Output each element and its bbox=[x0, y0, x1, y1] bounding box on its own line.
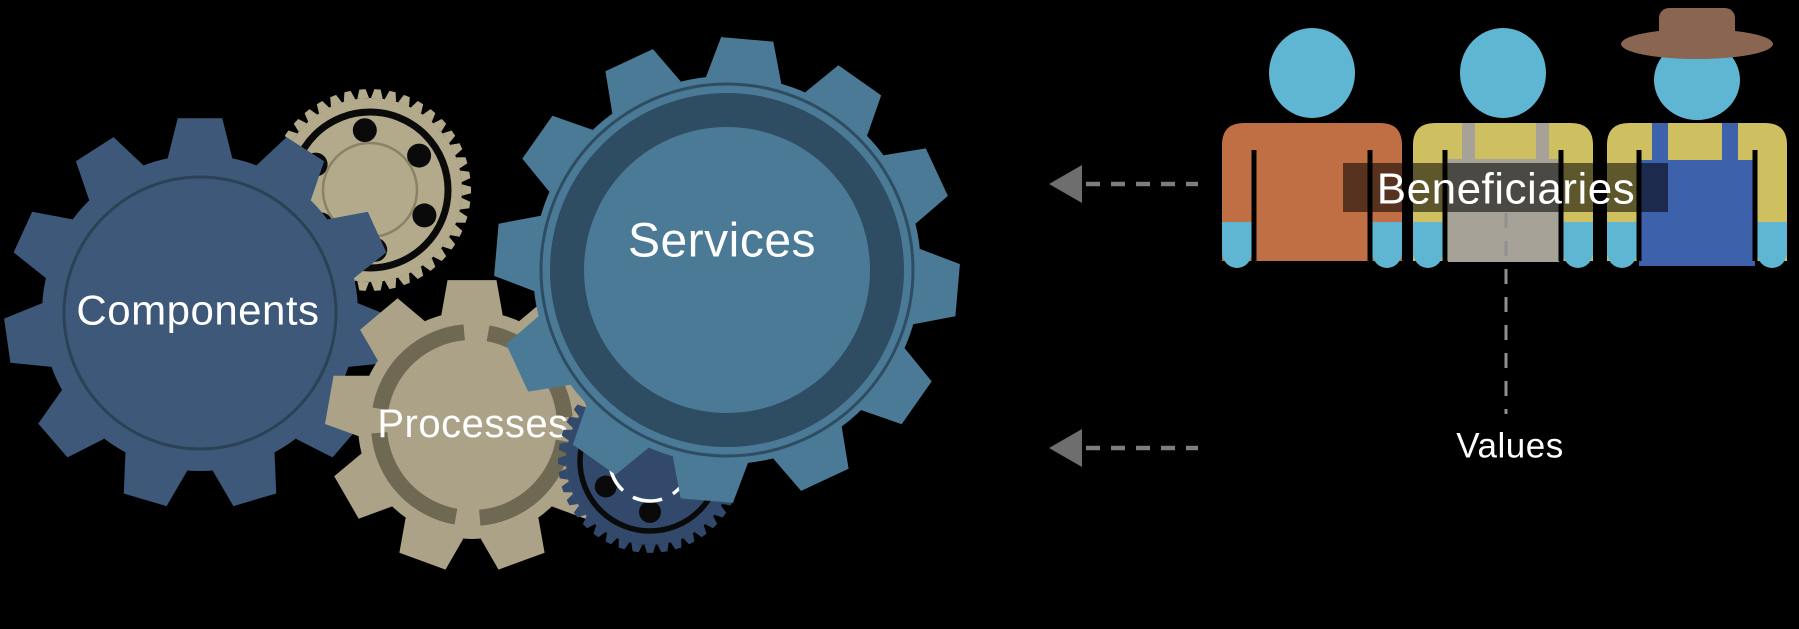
components-gear: Components bbox=[4, 118, 396, 507]
person-farmer bbox=[1607, 8, 1787, 268]
beneficiaries-arrow bbox=[1049, 165, 1198, 203]
services-gear-label: Services bbox=[628, 215, 816, 268]
components-gear-label: Components bbox=[76, 287, 319, 334]
person-orange-shirt-head bbox=[1269, 28, 1355, 118]
person-farmer-head bbox=[1654, 40, 1740, 120]
person-gray-apron-hand-right bbox=[1563, 222, 1593, 268]
services-gear: Services bbox=[494, 37, 960, 503]
components-gear-inner-line bbox=[62, 175, 338, 451]
person-orange-shirt-hand-right bbox=[1372, 222, 1402, 268]
components-gear-disc bbox=[42, 155, 358, 471]
person-gray-apron-strap-left bbox=[1462, 123, 1475, 160]
person-gray-apron bbox=[1413, 28, 1593, 268]
beneficiaries-label: Beneficiaries bbox=[1377, 165, 1635, 214]
processes-gear-ring bbox=[371, 324, 573, 526]
person-orange-shirt bbox=[1222, 28, 1402, 268]
person-gray-apron-hand-left bbox=[1413, 222, 1443, 268]
services-gear-ring bbox=[550, 93, 904, 447]
values-arrow bbox=[1049, 429, 1198, 467]
services-gear-outer-line bbox=[539, 82, 915, 458]
person-orange-shirt-torso bbox=[1222, 123, 1402, 261]
person-farmer-hand-right bbox=[1757, 222, 1787, 268]
person-orange-shirt-hand-left bbox=[1222, 222, 1252, 268]
beneficiaries-overlay bbox=[1343, 163, 1668, 212]
values-label: Values bbox=[1456, 427, 1563, 466]
processes-gear-label: Processes bbox=[377, 402, 568, 446]
person-gray-apron-strap-right bbox=[1536, 123, 1549, 160]
values-arrowhead bbox=[1049, 429, 1082, 467]
person-farmer-strap-right bbox=[1722, 123, 1738, 161]
person-farmer-strap-left bbox=[1652, 123, 1668, 161]
beneficiaries-arrowhead bbox=[1049, 165, 1082, 203]
farmer-hat-crown bbox=[1659, 8, 1735, 46]
person-farmer-hand-left bbox=[1607, 222, 1637, 268]
person-gray-apron-head bbox=[1460, 28, 1546, 118]
services-gear-disc bbox=[533, 76, 921, 464]
